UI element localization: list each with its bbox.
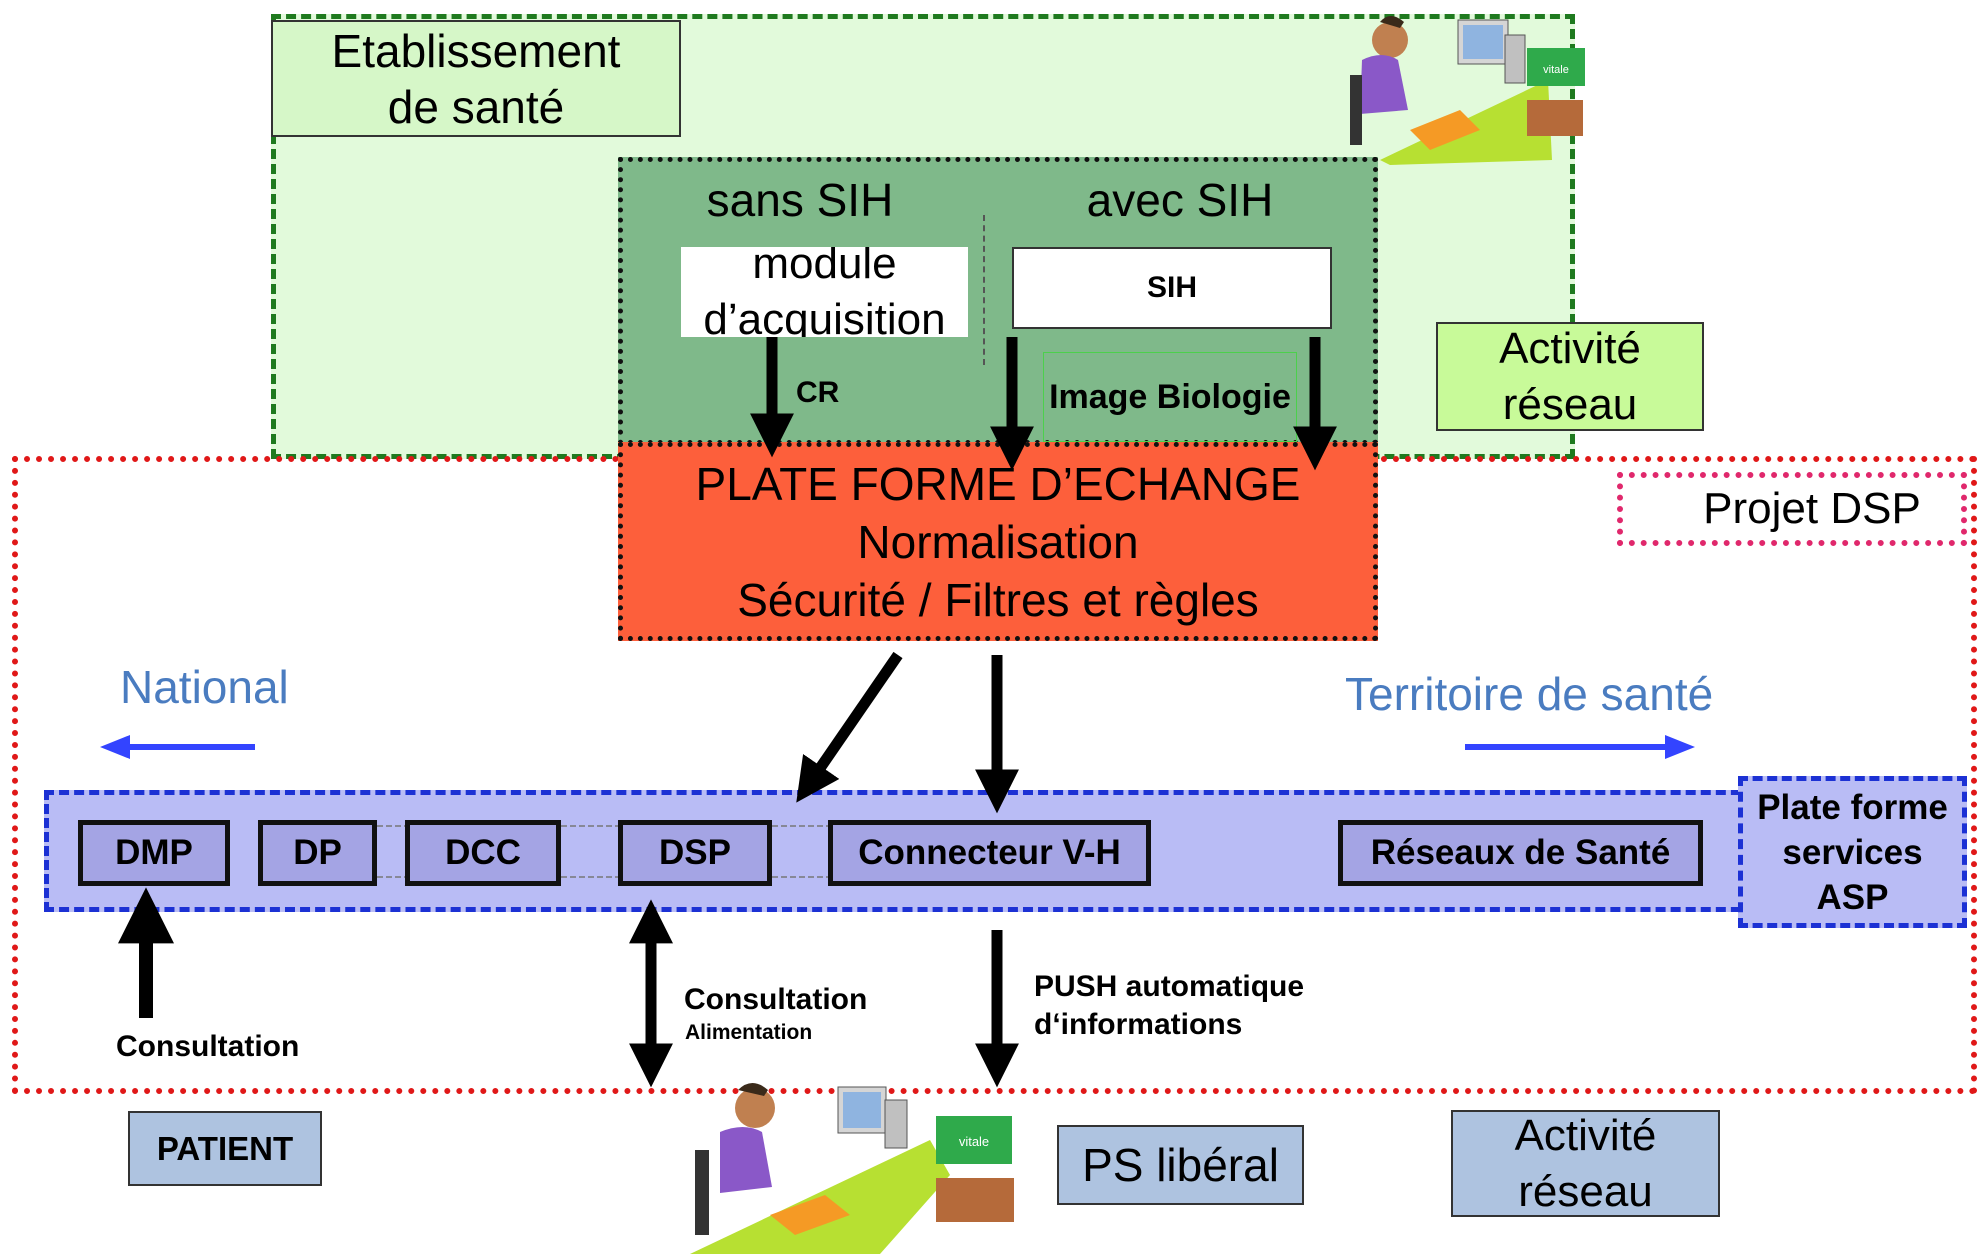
asp-line-3: ASP — [1816, 877, 1889, 917]
vitale-card-top-text: vitale — [1543, 64, 1569, 76]
link-lines — [377, 825, 828, 878]
cr-label: CR — [796, 376, 840, 409]
image-biologie-box: Image Biologie — [1043, 352, 1297, 442]
asp-line-1: Plate forme — [1757, 787, 1948, 827]
alimentation-label: Alimentation — [685, 1021, 813, 1044]
national-label: National — [120, 661, 289, 713]
activite-reseau-top-line-2: réseau — [1502, 379, 1638, 429]
workstation-illustration-top: vitale — [1350, 16, 1585, 165]
plate-forme-line-3: Sécurité / Filtres et règles — [737, 573, 1259, 626]
module-line-2: d’acquisition — [703, 295, 946, 337]
plate-forme-asp-box: Plate forme services ASP — [1738, 776, 1967, 928]
projet-dsp-label: Projet DSP — [1617, 472, 1967, 546]
dp-box: DP — [258, 820, 377, 886]
sih-divider — [983, 215, 985, 365]
dmp-box: DMP — [78, 820, 230, 886]
projet-dsp-text: Projet DSP — [1703, 484, 1921, 533]
sans-sih-title: sans SIH — [706, 174, 894, 226]
plate-forme-echange: PLATE FORME D’ECHANGE Normalisation Sécu… — [618, 442, 1378, 641]
consultation-left-label: Consultation — [116, 1030, 300, 1063]
ps-liberal-label: PS libéral — [1057, 1125, 1304, 1205]
push-line-1: PUSH automatique — [1034, 970, 1305, 1003]
asp-line-2: services — [1782, 832, 1923, 872]
push-line-2: d‘informations — [1034, 1008, 1243, 1041]
arrow-to-dsp — [796, 651, 903, 803]
sih-box: SIH — [1012, 247, 1332, 329]
activite-reseau-bottom-label: Activité réseau — [1451, 1110, 1720, 1217]
dsp-box: DSP — [618, 820, 772, 886]
connecteur-vh-box: Connecteur V-H — [828, 820, 1151, 886]
activite-reseau-bottom-line-2: réseau — [1518, 1166, 1653, 1216]
reseaux-sante-box: Réseaux de Santé — [1338, 820, 1703, 886]
plate-forme-line-2: Normalisation — [857, 515, 1139, 568]
vitale-card-bottom-text: vitale — [959, 1134, 989, 1149]
etablissement-line-1: Etablissement — [331, 24, 621, 77]
workstation-illustration-bottom: vitale — [690, 1083, 1014, 1254]
etablissement-label: Etablissement de santé — [271, 20, 681, 137]
consultation-mid-label: Consultation — [684, 983, 868, 1016]
activite-reseau-top-label: Activité réseau — [1436, 322, 1704, 431]
territoire-label: Territoire de santé — [1345, 668, 1714, 720]
activite-reseau-top-line-1: Activité — [1499, 323, 1641, 373]
module-line-1: module — [752, 247, 897, 288]
avec-sih-title: avec SIH — [1086, 174, 1274, 226]
module-acquisition-box: module d’acquisition — [681, 247, 968, 337]
patient-label: PATIENT — [128, 1111, 322, 1186]
activite-reseau-bottom-line-1: Activité — [1514, 1110, 1657, 1160]
etablissement-line-2: de santé — [387, 80, 565, 133]
dcc-box: DCC — [405, 820, 561, 886]
